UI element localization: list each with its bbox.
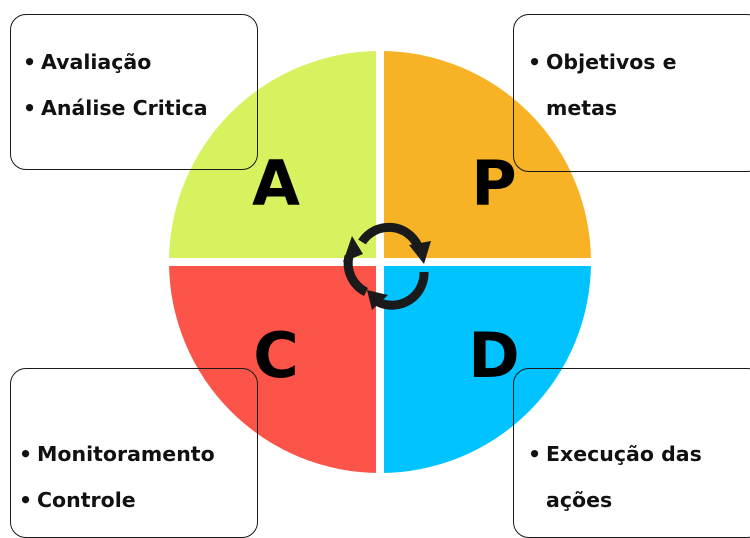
note-act-box: Avaliação Análise Critica [10,14,258,170]
note-plan-item: Objetivos e metas [528,39,726,131]
cycle-arrows-icon [343,222,431,310]
quadrant-letter-check: C [253,319,299,392]
note-check-box: Monitoramento Controle [10,368,258,538]
note-plan-box: Objetivos e metas [513,14,750,172]
divider-horizontal [163,258,597,266]
note-act-item: Análise Critica [23,85,257,131]
quadrant-do [380,262,591,473]
note-do-item: Execução das ações [528,431,746,523]
quadrant-check [169,262,380,473]
note-check-item: Controle [19,477,257,523]
quadrant-letter-do: D [468,319,519,392]
note-check-item: Monitoramento [19,431,257,477]
quadrant-act [169,51,380,262]
note-do-box: Execução das ações [513,368,750,538]
quadrant-letter-act: A [252,147,300,220]
note-act-item: Avaliação [23,39,257,85]
quadrant-plan [380,51,591,262]
quadrant-letter-plan: P [471,147,516,220]
pdca-cycle-diagram: A P C D [163,51,597,473]
